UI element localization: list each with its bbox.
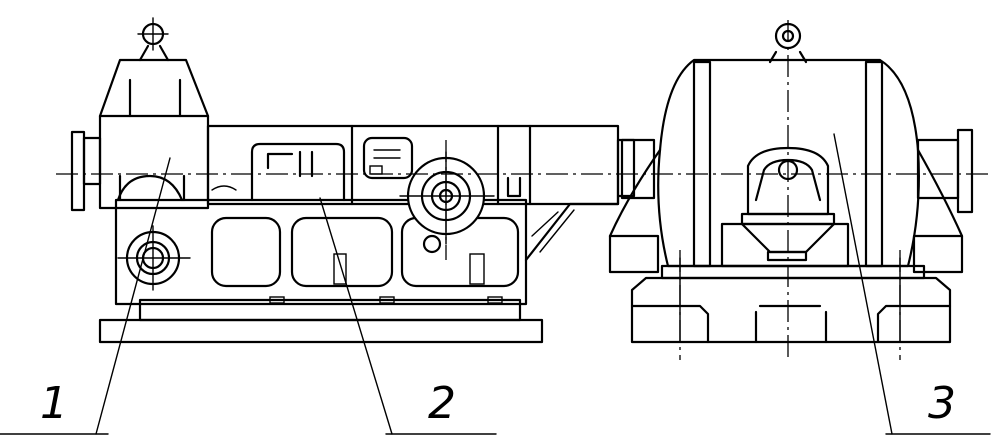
callout-label-1: 1: [40, 378, 68, 429]
left-foot: [608, 234, 660, 274]
left-shaft-stub: [82, 136, 102, 186]
right-foot: [912, 234, 964, 274]
motor-flange-right: [956, 128, 974, 214]
motor-hood: [98, 58, 210, 118]
nameplate: [362, 136, 414, 180]
output-shaft: [616, 138, 636, 198]
motor-shaft-right: [916, 138, 960, 200]
motor-body: [657, 58, 920, 268]
motor-rib-right: [864, 60, 884, 268]
housing-window-2: [290, 216, 394, 288]
motor-assembly: [608, 22, 974, 344]
motor-rib-left: [692, 60, 712, 268]
base-plate: [98, 318, 544, 344]
housing-window-1: [210, 216, 282, 288]
center-lines: [56, 20, 992, 360]
callout-label-3: 3: [928, 378, 956, 429]
callout-leaders: [0, 133, 991, 435]
housing-foot: [138, 298, 522, 322]
input-housing: [98, 114, 210, 210]
left-coupling-flange: [70, 130, 86, 212]
inspection-cover: [250, 142, 346, 202]
callout-label-2: 2: [428, 378, 456, 429]
terminal-box: [746, 146, 830, 216]
gearbox-assembly: [70, 17, 636, 344]
motor-base-frame: [630, 276, 952, 344]
motor-shaft-left: [620, 138, 656, 200]
